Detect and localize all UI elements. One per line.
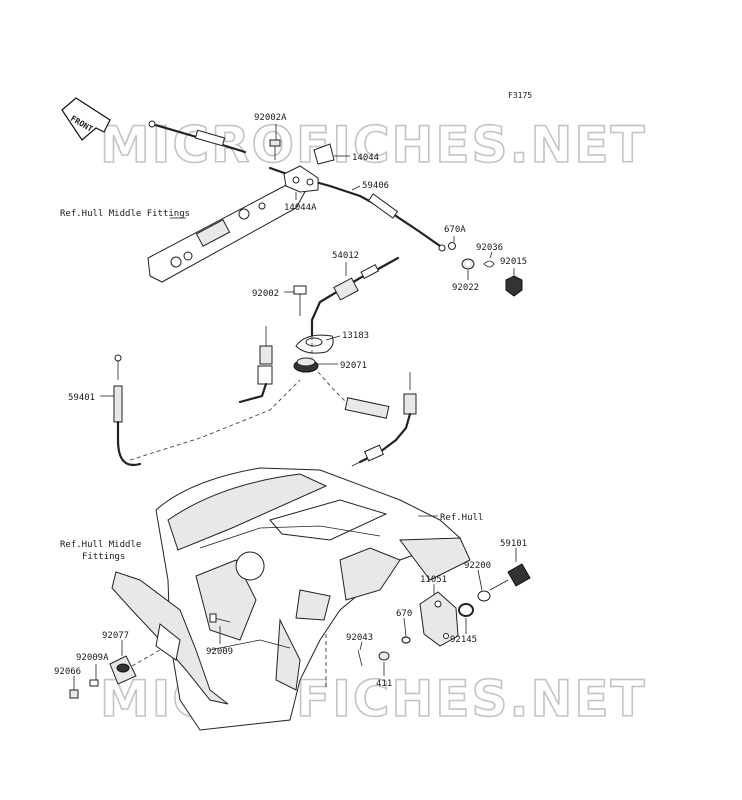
plate-13183 (295, 334, 334, 354)
callout-59401: 59401 (68, 393, 95, 403)
washer-92200 (477, 590, 491, 602)
clip-92036 (483, 260, 495, 268)
callout-670A: 670A (444, 225, 466, 235)
grommet-92071 (293, 357, 319, 373)
callout-59101: 59101 (500, 539, 527, 549)
lower-mounting-plate (111, 571, 229, 705)
callout-92036: 92036 (476, 243, 503, 253)
cable-junction (344, 372, 417, 467)
callout-411: 411 (376, 679, 392, 689)
hull-body (155, 467, 471, 731)
figure-code: F3175 (508, 91, 532, 100)
callout-11051: 11051 (420, 575, 447, 585)
callout-14044A: 14044A (284, 203, 317, 213)
callout-ref-hull-middle-bottom-2: Fittings (82, 552, 125, 562)
callout-92009: 92009 (206, 647, 233, 657)
ring-92145 (458, 603, 474, 617)
guide-line (129, 379, 301, 461)
bracket-14044 (283, 143, 335, 193)
front-arrow-icon: FRONT (61, 97, 111, 141)
callout-ref-hull-middle-top: Ref.Hull Middle Fittings (60, 209, 190, 219)
screw-92009A (89, 679, 99, 687)
callout-670: 670 (396, 609, 412, 619)
callout-92071: 92071 (340, 361, 367, 371)
callout-92022: 92022 (452, 283, 479, 293)
cable-54012 (310, 256, 400, 338)
callout-92002: 92002 (252, 289, 279, 299)
bolt-92002 (293, 285, 307, 316)
screw-92009 (209, 613, 231, 623)
oring-670 (401, 636, 411, 644)
washer-411 (378, 651, 390, 661)
callout-ref-hull: Ref.Hull (440, 513, 483, 523)
cover-11051 (419, 591, 459, 647)
knob-92077 (109, 655, 137, 685)
nut-92066 (69, 689, 79, 699)
washer-670A (448, 242, 456, 250)
callout-ref-hull-middle-bottom-1: Ref.Hull Middle (60, 540, 141, 550)
washer-92022 (461, 258, 475, 270)
callout-14044: 14044 (352, 153, 379, 163)
watermark-top: MICROFICHES.NET (100, 116, 647, 174)
callout-92015: 92015 (500, 257, 527, 267)
callout-92066: 92066 (54, 667, 81, 677)
nut-92015 (505, 275, 523, 297)
leader-lines (73, 124, 517, 690)
guide-line (317, 371, 351, 407)
callout-92002A: 92002A (254, 113, 287, 123)
upper-mounting-plate (147, 181, 307, 283)
callout-92077: 92077 (102, 631, 129, 641)
callout-92145: 92145 (450, 635, 477, 645)
callout-13183: 13183 (342, 331, 369, 341)
callout-54012: 54012 (332, 251, 359, 261)
callout-92043: 92043 (346, 633, 373, 643)
bolt-92002A (269, 139, 281, 160)
pin-92043 (357, 649, 363, 667)
cable-59406 (148, 120, 446, 252)
cable-59401 (113, 326, 273, 467)
callout-59406: 59406 (362, 181, 389, 191)
knob-59101 (489, 563, 531, 591)
callout-92009A: 92009A (76, 653, 109, 663)
callout-92200: 92200 (464, 561, 491, 571)
